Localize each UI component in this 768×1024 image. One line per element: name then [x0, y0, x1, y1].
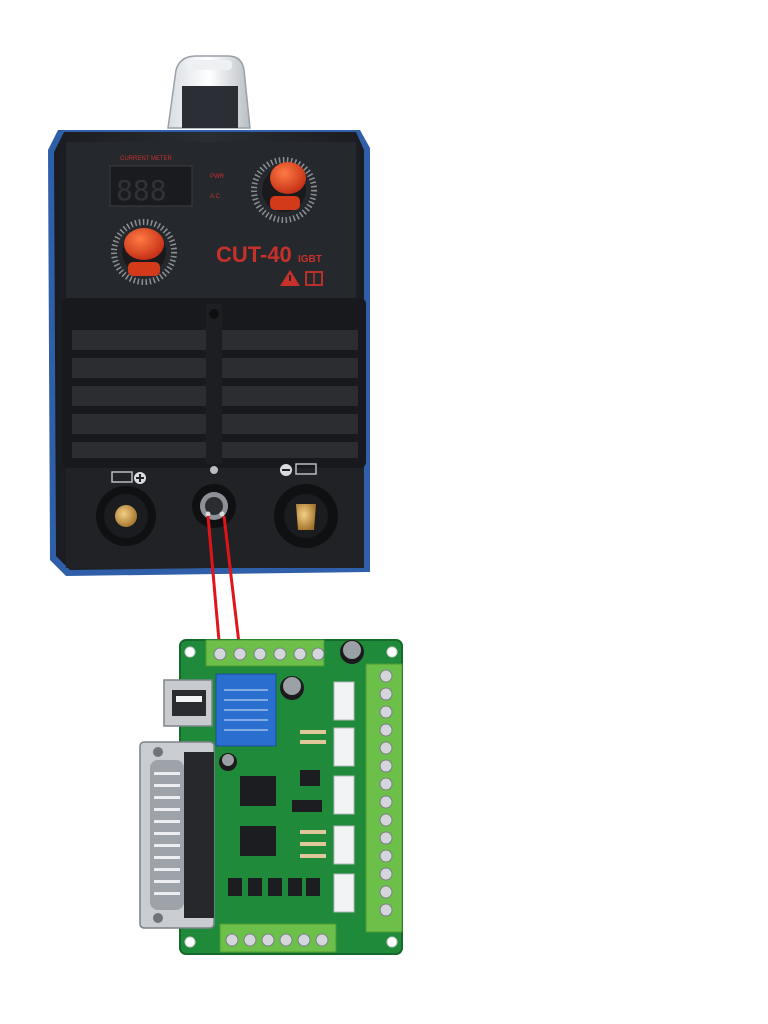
connection-wires — [206, 515, 242, 653]
resistor-array — [300, 730, 326, 858]
model-badge: CUT-40 IGBT — [216, 242, 323, 286]
ic-chip — [240, 770, 322, 856]
unit-label-top: PWR — [210, 174, 225, 180]
plus-icon — [134, 472, 146, 484]
manual-book-icon — [305, 271, 323, 286]
relay — [215, 673, 277, 747]
right-terminal-block[interactable] — [365, 663, 403, 933]
meter-display: 888 — [116, 174, 167, 207]
motor-header[interactable] — [333, 681, 355, 913]
meter-label: CURRENT METER — [120, 156, 173, 162]
breakout-board — [139, 639, 403, 955]
current-adjust-knob[interactable] — [111, 219, 177, 285]
model-label: CUT-40 — [216, 242, 292, 267]
usb-port[interactable] — [163, 679, 213, 727]
top-terminal-block[interactable] — [205, 639, 325, 667]
air-pressure-knob[interactable] — [251, 157, 317, 223]
front-connector-panel — [66, 463, 364, 568]
current-meter: CURRENT METER 888 PWR A.C — [109, 156, 225, 207]
plasma-cutter: CURRENT METER 888 PWR A.C CUT-40 IGBT — [48, 55, 370, 576]
warning-icon — [280, 270, 300, 286]
db25-parallel-port[interactable] — [139, 741, 215, 929]
positive-terminal[interactable] — [96, 471, 156, 546]
vent-grille — [62, 298, 366, 468]
bottom-terminal-block[interactable] — [219, 923, 337, 953]
capacitor — [219, 640, 364, 771]
negative-terminal[interactable] — [274, 463, 338, 548]
transistor-row — [228, 878, 320, 896]
unit-label-bottom: A.C — [210, 194, 221, 200]
minus-icon — [280, 464, 292, 476]
model-suffix: IGBT — [298, 254, 322, 265]
carry-handle — [167, 55, 251, 129]
